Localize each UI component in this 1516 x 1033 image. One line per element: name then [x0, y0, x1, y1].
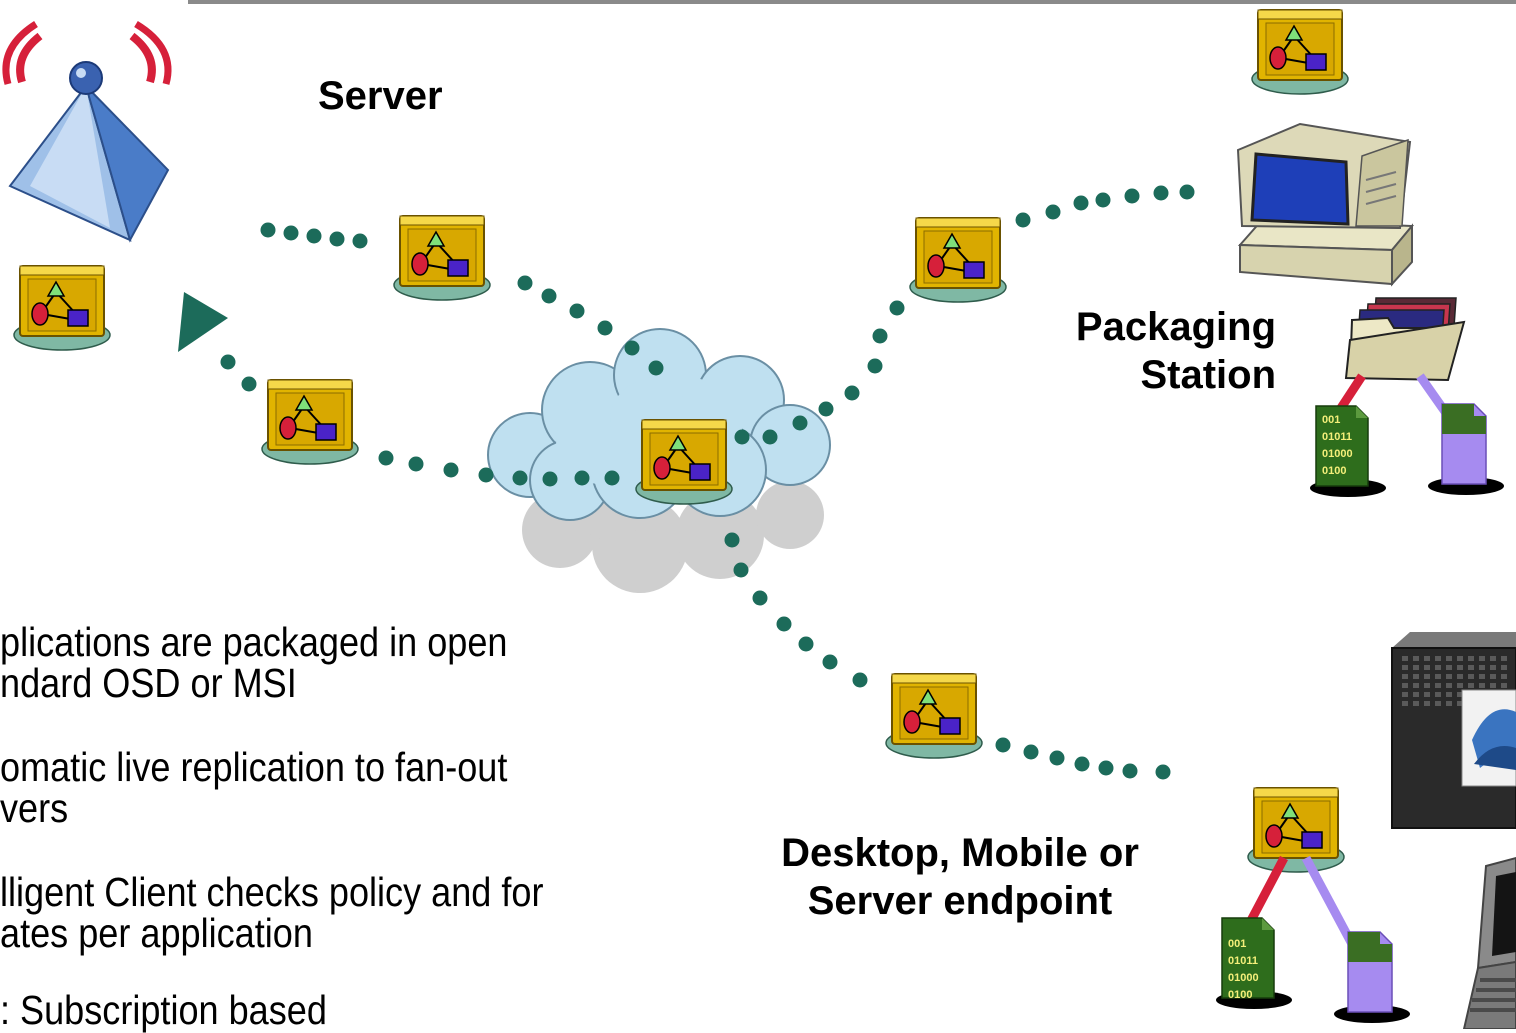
- connection-dot: [648, 360, 664, 376]
- app-package-icon: [261, 379, 359, 465]
- connection-dot: [1023, 744, 1039, 760]
- connection-dot: [1074, 756, 1090, 772]
- connection-dot: [867, 358, 883, 374]
- connection-dot: [1049, 750, 1065, 766]
- connection-dot: [408, 456, 424, 472]
- connection-dot: [541, 288, 557, 304]
- svg-text:0100: 0100: [1228, 989, 1252, 1001]
- connection-dot: [995, 737, 1011, 753]
- connection-dot: [852, 672, 868, 688]
- connection-dot: [512, 470, 528, 486]
- data-file-icon: [1427, 403, 1505, 496]
- connection-dot: [1155, 764, 1171, 780]
- connection-dot: [1179, 184, 1195, 200]
- binary-file-icon: 001 01011 01000 0100: [1215, 917, 1293, 1010]
- connection-dot: [798, 636, 814, 652]
- app-package-icon: [635, 419, 733, 505]
- app-package-icon: [885, 673, 983, 759]
- connection-dot: [733, 562, 749, 578]
- bullet-item: : Subscription based: [0, 987, 327, 1033]
- bullet-item: plications are packaged in open ndard OS…: [0, 619, 508, 706]
- connection-dot: [220, 354, 236, 370]
- connection-dot: [1073, 195, 1089, 211]
- svg-text:0100: 0100: [1322, 465, 1346, 477]
- connection-dot: [352, 233, 368, 249]
- app-package-icon: [13, 265, 111, 351]
- connection-dot: [889, 300, 905, 316]
- link-line: [1302, 855, 1356, 947]
- folder-stack-icon: [1344, 297, 1466, 382]
- app-package-icon: [909, 217, 1007, 303]
- connection-dot: [1124, 188, 1140, 204]
- connection-dot: [762, 429, 778, 445]
- connection-dot: [1045, 204, 1061, 220]
- connection-dot: [574, 470, 590, 486]
- connection-dot: [283, 225, 299, 241]
- connection-dot: [241, 376, 257, 392]
- app-package-icon: [1247, 787, 1345, 873]
- svg-text:01000: 01000: [1228, 972, 1259, 984]
- connection-dot: [724, 532, 740, 548]
- broadcast-tower-icon: [2, 20, 172, 243]
- packaging-label-line1: Packaging: [1075, 305, 1276, 349]
- connection-dot: [1153, 185, 1169, 201]
- packaging-label-line2: Station: [1140, 353, 1276, 397]
- connection-dot: [818, 401, 834, 417]
- connection-dot: [443, 462, 459, 478]
- desktop-computer-icon: [1236, 122, 1415, 287]
- top-border: [0, 0, 1516, 4]
- connection-dot: [872, 328, 888, 344]
- endpoint-label-line1: Desktop, Mobile or: [781, 831, 1139, 875]
- connection-dot: [752, 590, 768, 606]
- arrow-head-icon: [178, 292, 228, 352]
- svg-text:01000: 01000: [1322, 448, 1353, 460]
- connection-dot: [306, 228, 322, 244]
- app-package-icon: [393, 215, 491, 301]
- connection-dot: [1095, 192, 1111, 208]
- binary-file-icon: 001 01011 01000 0100: [1309, 405, 1387, 498]
- server-tower-icon: [1391, 632, 1516, 829]
- packaging-station-label: Packaging Station: [1076, 303, 1276, 399]
- connection-dot: [624, 340, 640, 356]
- connection-dot: [478, 467, 494, 483]
- app-package-icon: [1251, 9, 1349, 95]
- bullet-item: lligent Client checks policy and for ate…: [0, 869, 544, 956]
- connection-dot: [329, 231, 345, 247]
- connection-dot: [734, 429, 750, 445]
- endpoint-label-line2: Server endpoint: [807, 879, 1113, 923]
- svg-text:01011: 01011: [1322, 431, 1352, 443]
- server-label: Server: [318, 74, 443, 118]
- svg-text:01011: 01011: [1228, 955, 1258, 967]
- connection-dot: [1122, 763, 1138, 779]
- top-border-gap: [0, 0, 188, 10]
- connection-dot: [597, 320, 613, 336]
- connection-dot: [517, 275, 533, 291]
- laptop-icon: [1462, 856, 1516, 1029]
- svg-text:001: 001: [1322, 414, 1340, 426]
- connection-dot: [1015, 212, 1031, 228]
- connection-dot: [792, 415, 808, 431]
- data-file-icon: [1333, 931, 1411, 1024]
- connection-dot: [776, 616, 792, 632]
- connection-dots: [220, 184, 1195, 780]
- connection-dot: [378, 450, 394, 466]
- connection-dot: [542, 471, 558, 487]
- connection-dot: [822, 654, 838, 670]
- connection-dot: [604, 470, 620, 486]
- connection-dot: [569, 303, 585, 319]
- connection-dot: [844, 385, 860, 401]
- svg-text:001: 001: [1228, 938, 1246, 950]
- connection-dot: [1098, 760, 1114, 776]
- endpoint-label: Desktop, Mobile or Server endpoint: [740, 829, 1180, 925]
- connection-dot: [260, 222, 276, 238]
- bullet-item: omatic live replication to fan-out vers: [0, 744, 508, 831]
